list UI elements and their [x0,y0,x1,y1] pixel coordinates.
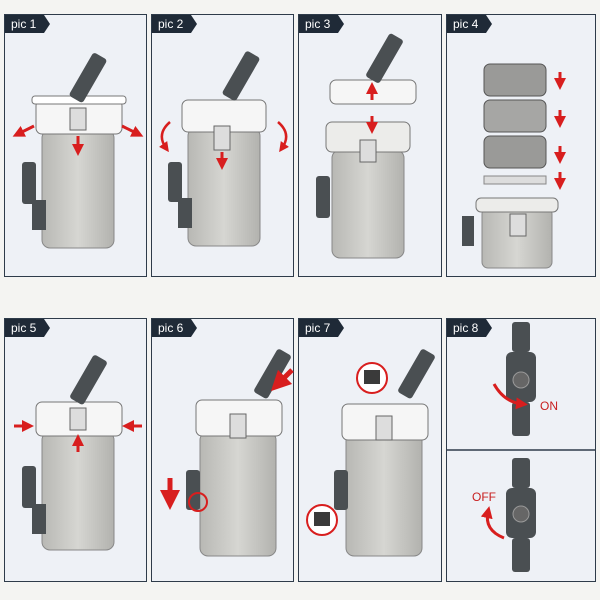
panel-label: pic 2 [152,15,198,33]
panel-label: pic 3 [299,15,345,33]
pic3-filter [316,33,417,259]
pic6-filter [160,349,294,557]
panel-label: pic 6 [152,319,198,337]
valve-off-label: OFF [472,490,496,504]
pic8-valve-off [480,458,536,572]
panel-label: pic 1 [5,15,51,33]
panel-label: pic 4 [447,15,493,33]
pic5-filter [14,355,142,551]
valve-on-label: ON [540,399,558,413]
pic8-valve-on [492,322,536,436]
panel-label: pic 8 [447,319,493,337]
pic2-filter [159,51,289,247]
pic1-filter [12,53,144,249]
panel-label: pic 5 [5,319,51,337]
pic4-filter [462,63,566,269]
pic7-filter [306,349,435,557]
panel-label: pic 7 [299,319,345,337]
